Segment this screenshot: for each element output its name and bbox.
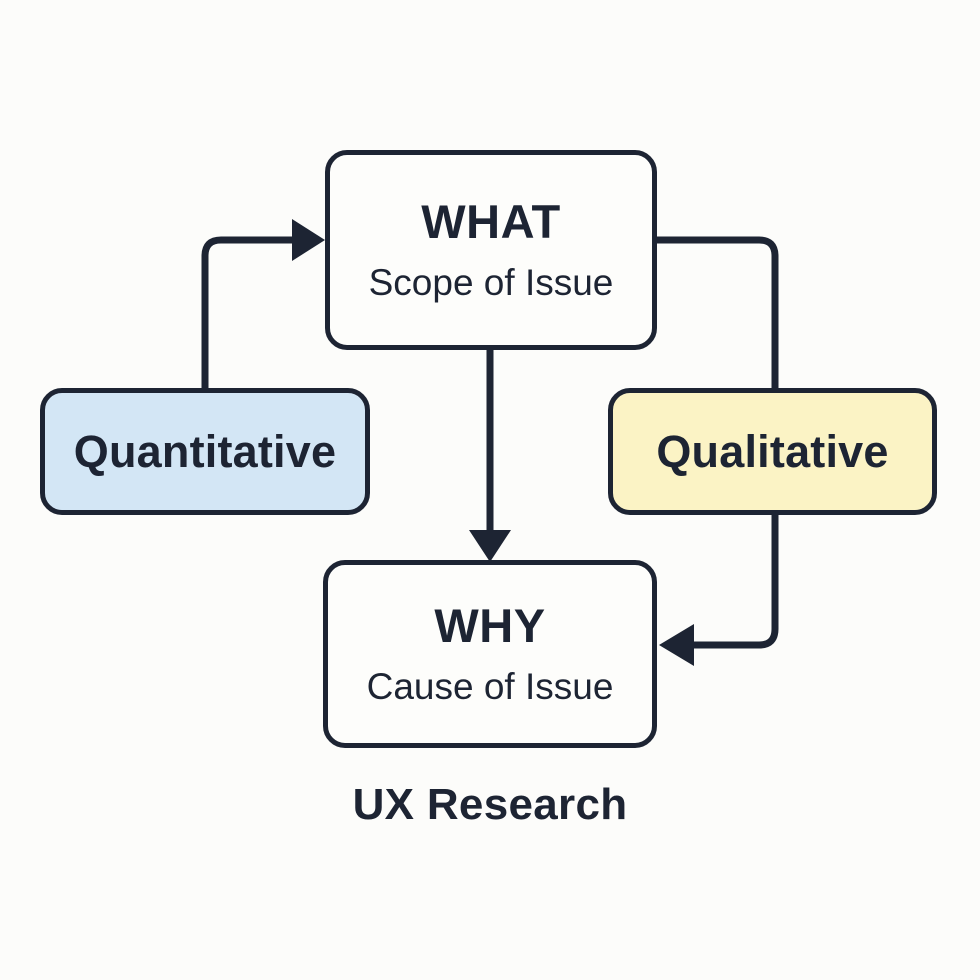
node-what-title: WHAT <box>421 194 561 248</box>
node-what-subtitle: Scope of Issue <box>368 262 614 304</box>
connector-quantitative-to-what <box>201 219 325 392</box>
arrowhead-down-icon <box>469 530 511 562</box>
connector-what-to-qualitative <box>657 236 779 392</box>
node-quantitative-label: Quantitative <box>73 425 337 477</box>
connector-line <box>690 512 779 649</box>
connector-line <box>657 236 779 392</box>
arrowhead-right-icon <box>292 219 325 261</box>
arrowhead-left-icon <box>659 624 694 666</box>
node-qualitative-label: Qualitative <box>656 425 889 477</box>
connector-line <box>201 236 296 392</box>
node-why-title: WHY <box>434 598 546 652</box>
node-why[interactable]: WHY Cause of Issue <box>323 560 657 748</box>
diagram-caption: UX Research <box>352 780 628 829</box>
node-why-subtitle: Cause of Issue <box>366 666 614 708</box>
node-qualitative[interactable]: Qualitative <box>608 388 937 515</box>
node-what[interactable]: WHAT Scope of Issue <box>325 150 657 350</box>
connector-qualitative-to-why <box>659 512 779 666</box>
node-quantitative[interactable]: Quantitative <box>40 388 370 515</box>
connector-what-to-why <box>469 350 511 562</box>
